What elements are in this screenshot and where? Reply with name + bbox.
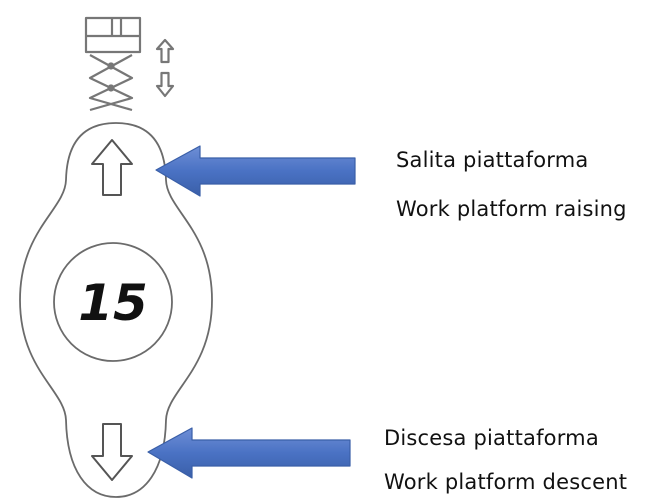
arrow-up-icon (91, 139, 133, 196)
raise-callout-arrow (155, 145, 356, 197)
descend-arrow-button[interactable] (91, 423, 133, 481)
arrow-down-icon (91, 423, 133, 481)
numbered-button[interactable]: 15 (53, 242, 173, 362)
descend-label-english: Work platform descent (384, 470, 628, 494)
raise-label-italian: Salita piattaforma (396, 148, 589, 172)
raise-label-english: Work platform raising (396, 197, 627, 221)
descend-callout-arrow (147, 427, 351, 479)
scissor-lift-icon (84, 16, 175, 112)
raise-arrow-button[interactable] (91, 139, 133, 196)
button-number: 15 (78, 274, 148, 332)
descend-label-italian: Discesa piattaforma (384, 426, 599, 450)
